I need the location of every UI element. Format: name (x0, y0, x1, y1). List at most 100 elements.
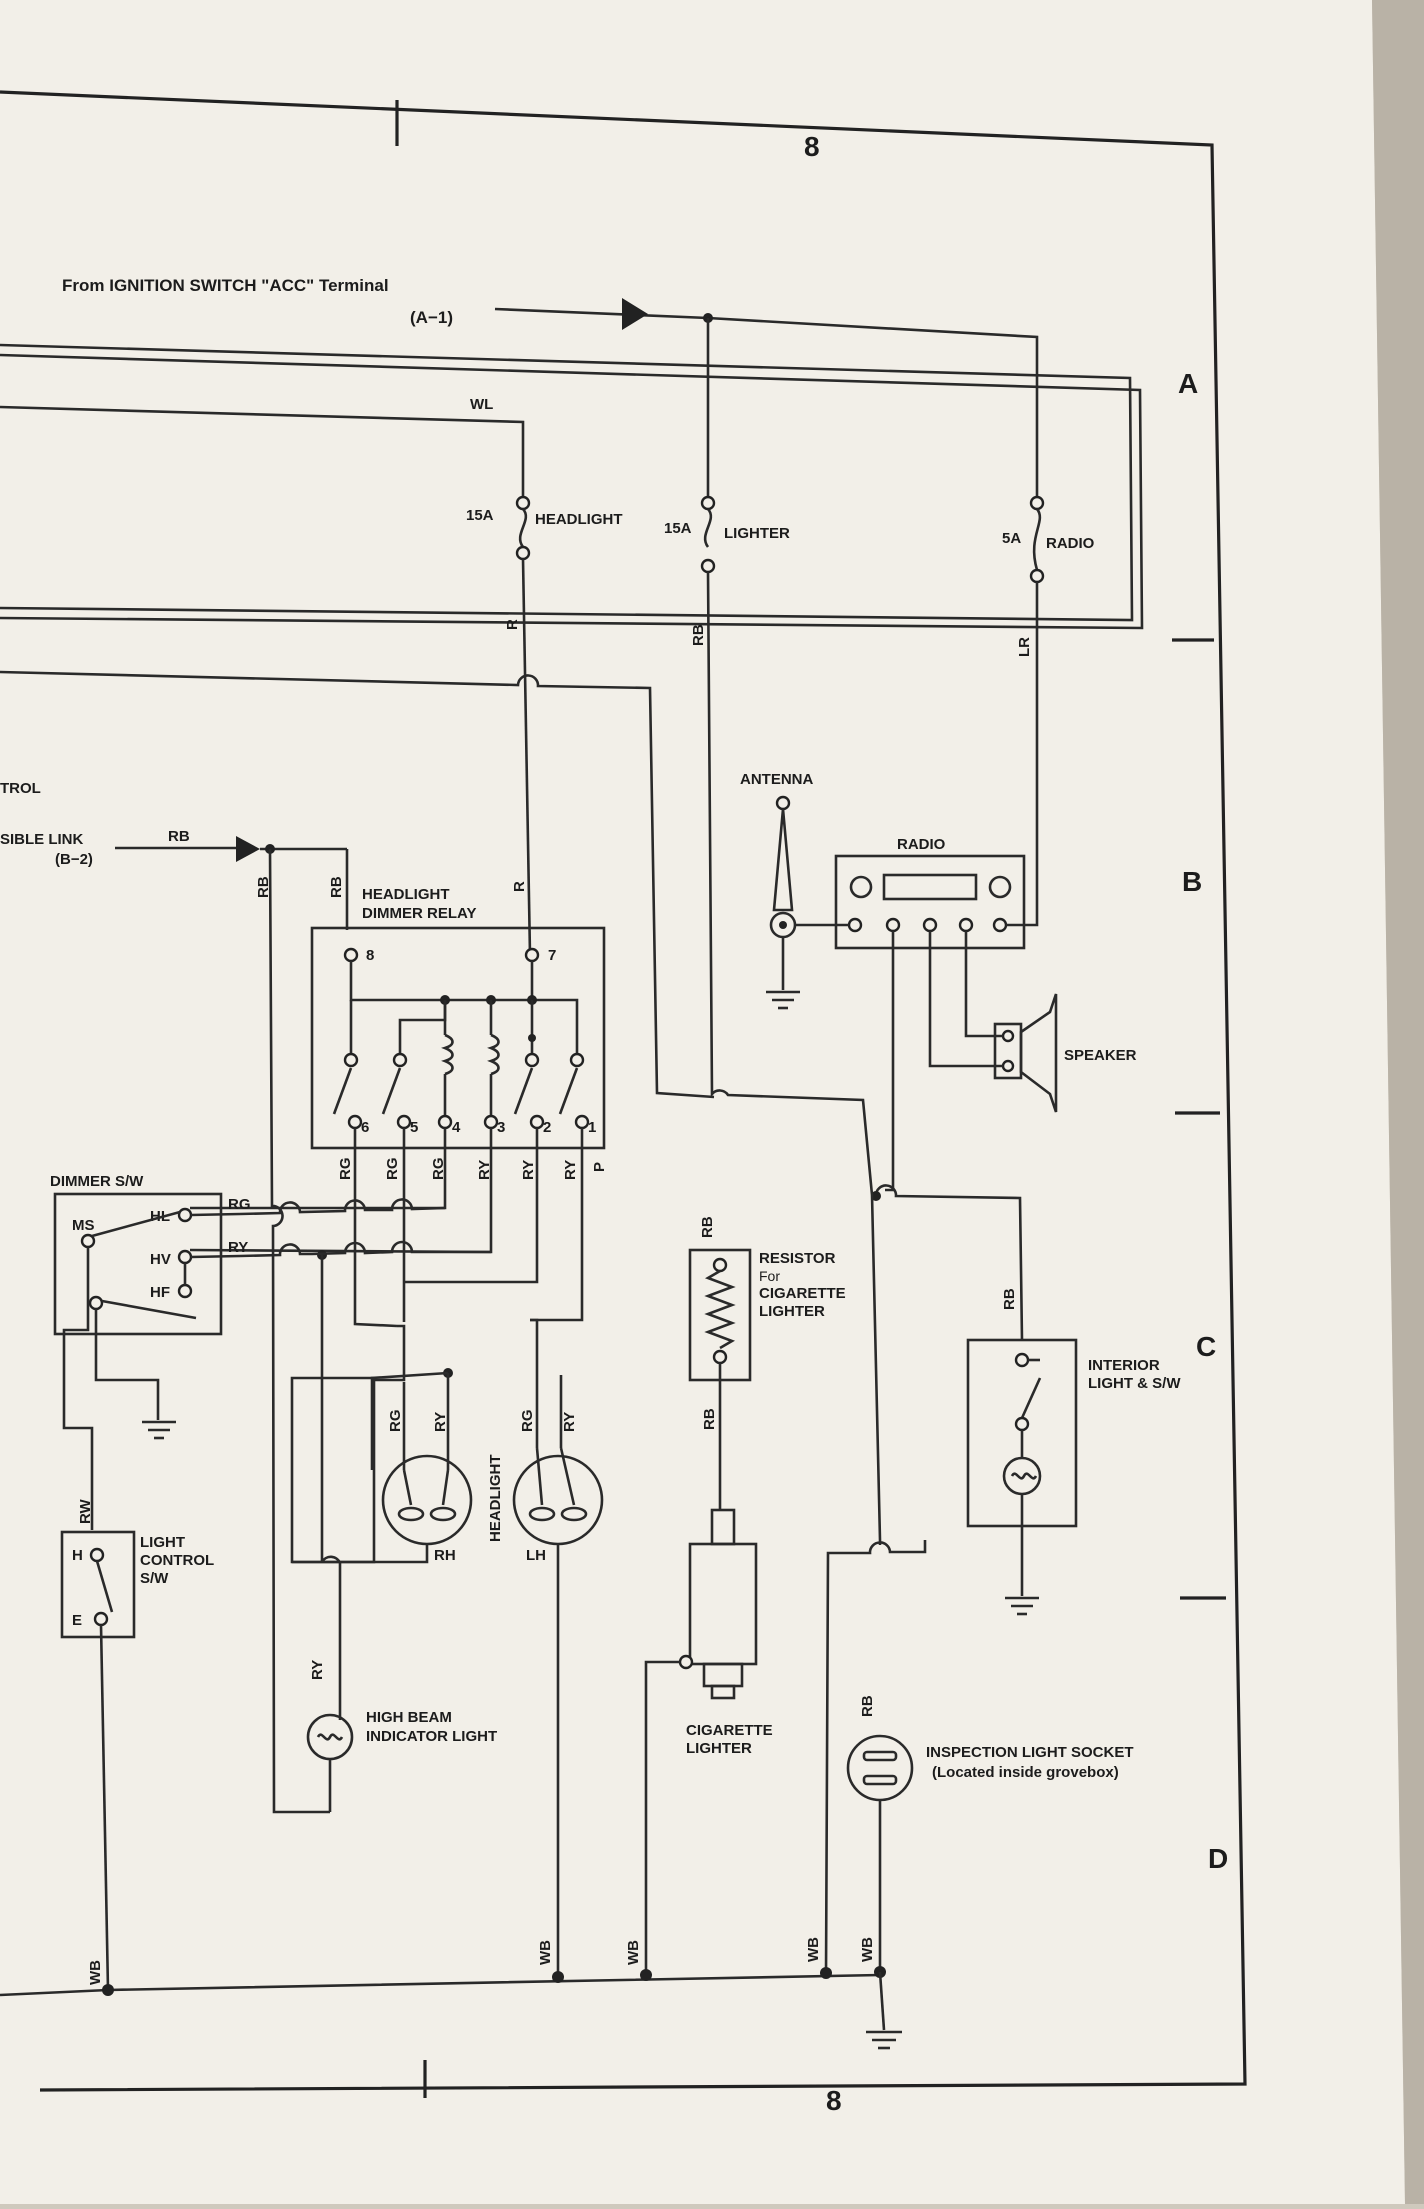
dimmer-switch: DIMMER S/W MS HL HV HF (50, 1173, 241, 1336)
fuse-radio: 5A RADIO (1002, 495, 1095, 584)
wire-label-rb-resistor: RB (699, 1216, 716, 1238)
relay-term-8: 8 (366, 947, 374, 964)
inspection-label-2: (Located inside grovebox) (932, 1764, 1119, 1781)
wire-label-rb-lighter: RB (690, 624, 707, 646)
cigarette-lighter-label-2: LIGHTER (686, 1740, 752, 1757)
ground-bus: WB WB WB WB WB (0, 1937, 902, 2050)
fuse-lighter-rating: 15A (664, 520, 692, 537)
fuse-radio-rating: 5A (1002, 530, 1021, 547)
headlight-rh: RH RG RY (381, 1410, 473, 1564)
antenna-label: ANTENNA (740, 771, 813, 788)
cigarette-lighter: CIGARETTE LIGHTER (644, 1508, 773, 1975)
relay-term-1: 1 (588, 1119, 596, 1136)
cigarette-lighter-label-1: CIGARETTE (686, 1722, 773, 1739)
wire-label-rg-4: RG (430, 1158, 447, 1181)
wire-dimmer-hl (239, 1198, 446, 1216)
relay-term-6: 6 (361, 1119, 369, 1136)
fuse-headlight-name: HEADLIGHT (535, 511, 623, 528)
light-control-label-3: S/W (140, 1570, 169, 1587)
light-control-term-e: E (72, 1612, 82, 1629)
relay-label-2: DIMMER RELAY (362, 905, 476, 922)
wire-radio-to-interior (874, 1184, 1024, 1341)
source-label: From IGNITION SWITCH "ACC" Terminal (62, 276, 389, 295)
relay-term-3: 3 (497, 1119, 505, 1136)
fusible-link-ref: (B−2) (55, 851, 93, 868)
wire-label-rb-cig: RB (701, 1408, 718, 1430)
sheet-number-bottom: 8 (826, 2085, 842, 2116)
wire-label-rb-fusible: RB (168, 828, 190, 845)
light-control-term-h: H (72, 1547, 83, 1564)
wire-label-rg-6: RG (337, 1158, 354, 1181)
dimmer-switch-title: DIMMER S/W (50, 1173, 144, 1190)
source-terminal: (A−1) (410, 308, 453, 327)
wire-r-headlight (521, 558, 532, 956)
wire-label-rb-left: RB (255, 876, 272, 898)
wire-label-wl: WL (470, 396, 493, 413)
fusible-link-label: SIBLE LINK (0, 831, 84, 848)
wire-label-ry-rh: RY (432, 1412, 449, 1432)
wire-label-rg-rh: RG (387, 1410, 404, 1433)
row-label-d: D (1208, 1843, 1228, 1874)
row-label-b: B (1182, 866, 1202, 897)
relay-term-5: 5 (410, 1119, 418, 1136)
wire-label-ry-lh: RY (561, 1412, 578, 1432)
wire-crossing-top (0, 670, 715, 1099)
wire-label-wb-4: WB (805, 1937, 822, 1962)
high-beam-label-2: INDICATOR LIGHT (366, 1728, 497, 1745)
speaker-label: SPEAKER (1064, 1047, 1137, 1064)
resistor-label-2: For (759, 1268, 780, 1284)
wire-label-r-relay7: R (511, 881, 528, 892)
relay-term-4: 4 (452, 1119, 461, 1136)
inspection-label-1: INSPECTION LIGHT SOCKET (926, 1744, 1134, 1761)
wire-label-rb-inspection: RB (859, 1695, 876, 1717)
resistor-label-1: RESISTOR (759, 1250, 836, 1267)
wire-label-rb-interior: RB (1001, 1288, 1018, 1310)
headlight-lh-label: LH (526, 1547, 546, 1564)
wire-label-ry-1: RY (562, 1160, 579, 1180)
wire-label-wb-1: WB (87, 1960, 104, 1985)
dimmer-term-hv: HV (150, 1251, 171, 1268)
wire-label-wb-2: WB (537, 1940, 554, 1965)
acc-feed (494, 298, 1039, 497)
speaker: SPEAKER (928, 931, 1137, 1113)
radio-label: RADIO (897, 836, 946, 853)
wire-label-ry-dimmer: RY (228, 1239, 248, 1256)
wire-label-ry-3: RY (476, 1160, 493, 1180)
wire-label-r: R (504, 619, 521, 630)
fuse-headlight-rating: 15A (466, 507, 494, 524)
interior-label-2: LIGHT & S/W (1088, 1375, 1181, 1392)
page-edge-shadow (1372, 0, 1424, 2204)
light-control-label-2: CONTROL (140, 1552, 214, 1569)
fuse-radio-name: RADIO (1046, 535, 1095, 552)
dimmer-term-hf: HF (150, 1284, 170, 1301)
resistor-label-4: LIGHTER (759, 1303, 825, 1320)
relay-term-2: 2 (543, 1119, 551, 1136)
antenna: ANTENNA (740, 771, 813, 1010)
wire-label-rg-dimmer: RG (228, 1196, 251, 1213)
row-label-c: C (1196, 1331, 1216, 1362)
fusible-arrow-icon (236, 836, 260, 862)
wire-rh-ground (290, 1376, 429, 1564)
wire-label-rb-relay8: RB (328, 876, 345, 898)
control-label: TROL (0, 780, 41, 797)
wire-dimmer-ms-ground (94, 1309, 160, 1420)
resistor-label-3: CIGARETTE (759, 1285, 846, 1302)
wire-label-ry-indicator: RY (309, 1660, 326, 1680)
sheet-frame (0, 90, 1247, 2098)
sheet-number-top: 8 (804, 131, 820, 162)
feed-arrow-icon (622, 298, 648, 330)
dimmer-term-ms: MS (72, 1217, 95, 1234)
wire-label-p: P (591, 1162, 608, 1172)
headlight-label: HEADLIGHT (487, 1455, 504, 1543)
wire-dimmer-hv (239, 1240, 491, 1258)
high-beam-label-1: HIGH BEAM (366, 1709, 452, 1726)
resistor: RESISTOR For CIGARETTE LIGHTER (688, 1248, 846, 1382)
light-control-switch: H E LIGHT CONTROL S/W (60, 1530, 214, 1991)
interior-light-switch: INTERIOR LIGHT & S/W RB (966, 1288, 1181, 1616)
wire-label-wb-3: WB (625, 1940, 642, 1965)
wire-label-rg-5: RG (384, 1158, 401, 1181)
high-beam-indicator: HIGH BEAM INDICATOR LIGHT RY (306, 1660, 497, 1812)
wire-label-wb-5: WB (859, 1937, 876, 1962)
